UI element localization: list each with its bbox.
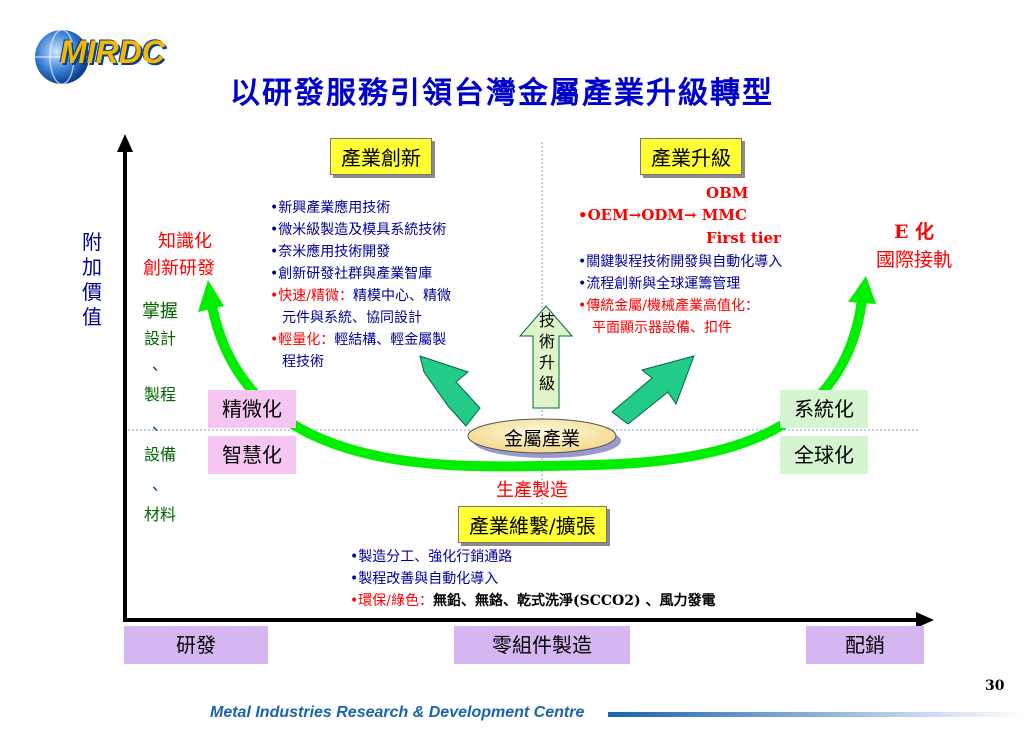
- production-label: 生產製造: [496, 480, 568, 501]
- industry-upgrade-box: 產業升級: [640, 138, 742, 175]
- x-axis-rd-box: 研發: [124, 626, 268, 664]
- list-item: •快速/精微：精模中心、精微: [270, 288, 451, 304]
- e-label: E 化 國際接軌: [866, 218, 962, 274]
- tech-upgrade-char: 升: [538, 353, 555, 372]
- list-item: •新興產業應用技術: [270, 200, 391, 216]
- smart-box: 智慧化: [208, 436, 296, 474]
- e-label-line2: 國際接軌: [875, 249, 952, 271]
- x-axis-arrow-icon: [916, 612, 934, 628]
- list-item: •製程改善與自動化導入: [350, 571, 499, 587]
- left-vertical-item: 、: [151, 415, 168, 434]
- y-axis-label: 附加價值: [82, 230, 102, 329]
- industry-maintain-box: 產業維繫/擴張: [458, 506, 607, 543]
- tech-upgrade-char: 級: [538, 374, 555, 393]
- obm-label: OBM: [706, 184, 749, 202]
- tech-upgrade-char: 技: [538, 311, 555, 330]
- list-item: •創新研發社群與產業智庫: [270, 266, 433, 282]
- industry-innovation-box: 產業創新: [330, 138, 432, 175]
- list-item: •傳統金屬/機械產業高值化：: [578, 298, 759, 314]
- left-vertical-item: 掌握: [142, 301, 178, 322]
- metal-industry-oval: [467, 418, 617, 454]
- right-up-arrow-icon: [611, 355, 695, 425]
- metal-industry-label: 金屬產業: [503, 428, 580, 450]
- list-item: •環保/綠色：無鉛、無鉻、乾式洗淨(SCCO2) 、風力發電: [350, 593, 716, 609]
- e-label-line1: E 化: [893, 221, 935, 243]
- globalization-box: 全球化: [780, 436, 868, 474]
- right-curve-arrowhead-icon: [848, 276, 876, 304]
- list-item: •製造分工、強化行銷通路: [350, 549, 513, 565]
- x-axis-components-box: 零組件製造: [454, 626, 630, 664]
- page-number: 30: [985, 678, 1005, 694]
- y-axis-arrow-icon: [117, 134, 133, 152]
- left-vertical-item: 設計: [143, 329, 176, 348]
- left-vertical-item: 、: [151, 355, 168, 374]
- left-up-arrow-icon: [419, 355, 481, 427]
- list-item: •關鍵製程技術開發與自動化導入: [578, 254, 783, 270]
- tech-upgrade-char: 術: [538, 332, 555, 351]
- left-vertical-item: 設備: [143, 445, 176, 464]
- x-axis-distribution-box: 配銷: [806, 626, 924, 664]
- list-item: •微米級製造及模具系統技術: [270, 222, 447, 238]
- first-tier-label: First tier: [706, 229, 781, 247]
- list-item: •奈米應用技術開發: [270, 244, 391, 260]
- mirdc-logo: MIRDC: [60, 34, 165, 70]
- globe-icon: [35, 29, 89, 85]
- list-item: •輕量化：輕結構、輕金屬製: [270, 332, 447, 348]
- list-item-continued: 元件與系統、協同設計: [282, 310, 422, 326]
- list-item-continued: 平面顯示器設備、扣件: [592, 320, 732, 336]
- knowledge-label: 知識化 創新研發: [143, 228, 215, 282]
- systemization-box: 系統化: [780, 390, 868, 428]
- left-vertical-list: 掌握 設計 、 製程 、 設備 、 材料: [138, 298, 182, 532]
- footer-bar: [608, 712, 1024, 717]
- maintain-list: •製造分工、強化行銷通路 •製程改善與自動化導入 •環保/綠色：無鉛、無鉻、乾式…: [350, 546, 715, 612]
- innovation-list: •新興產業應用技術 •微米級製造及模具系統技術 •奈米應用技術開發 •創新研發社…: [270, 197, 451, 373]
- knowledge-label-line1: 知識化: [158, 231, 212, 252]
- oem-line: •OEM→ODM→ MMC: [578, 206, 747, 224]
- list-item: •流程創新與全球運籌管理: [578, 276, 741, 292]
- left-vertical-item: 製程: [143, 385, 176, 404]
- miniaturization-box: 精微化: [208, 390, 296, 428]
- tech-upgrade-label: 技 術 升 級: [536, 310, 558, 394]
- knowledge-label-line2: 創新研發: [143, 258, 215, 279]
- center-up-arrow-icon: [518, 305, 574, 409]
- upgrade-list: •關鍵製程技術開發與自動化導入 •流程創新與全球運籌管理 •傳統金屬/機械產業高…: [578, 251, 782, 339]
- list-item-continued: 程技術: [282, 354, 324, 370]
- page-title: 以研發服務引領台灣金屬產業升級轉型: [230, 76, 774, 111]
- footer-text: Metal Industries Research & Development …: [210, 704, 585, 721]
- left-vertical-item: 、: [151, 475, 168, 494]
- left-curve-arrowhead-icon: [198, 280, 224, 312]
- left-vertical-item: 材料: [143, 505, 176, 524]
